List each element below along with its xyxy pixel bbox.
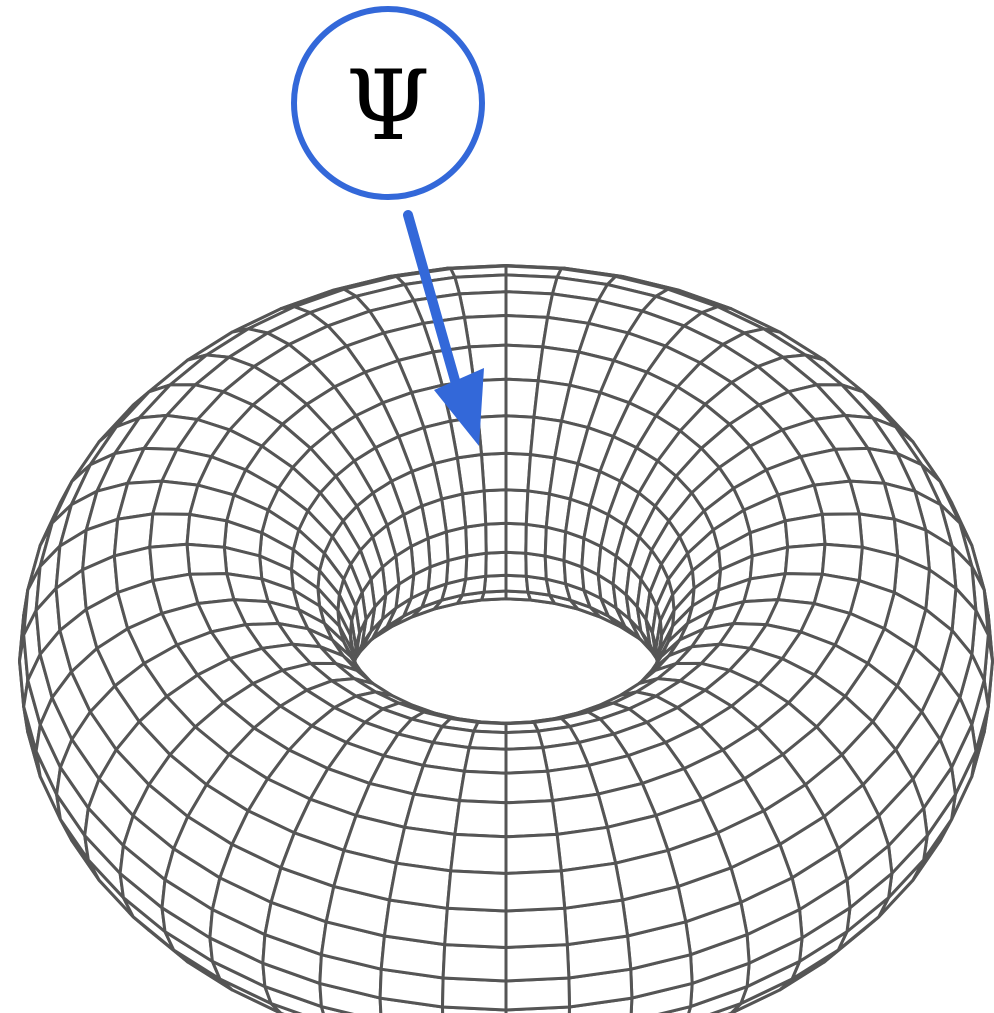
mesh-cell <box>524 522 548 558</box>
mesh-cell <box>148 512 192 549</box>
mesh-cell <box>504 832 563 875</box>
mesh-cell <box>504 488 530 526</box>
mesh-cell <box>504 799 559 839</box>
mesh-cell <box>449 832 508 875</box>
mesh-cell <box>462 746 508 775</box>
mesh-cell <box>504 550 528 578</box>
mesh-cell <box>458 769 508 805</box>
mesh-cell <box>783 512 827 549</box>
callout-circle <box>291 6 485 200</box>
mesh-cell <box>504 869 567 913</box>
mesh-cell <box>458 290 508 319</box>
mesh-cell <box>441 943 508 983</box>
mesh-cell <box>388 861 453 910</box>
mesh-cell <box>482 488 508 526</box>
mesh-cell <box>441 976 508 1012</box>
mesh-cell <box>504 343 545 383</box>
mesh-cell <box>464 522 488 558</box>
mesh-cell <box>783 542 827 576</box>
mesh-cell <box>559 861 624 910</box>
mesh-cell <box>504 746 550 775</box>
mesh-cell <box>504 521 528 555</box>
psi-callout: Ψ <box>291 6 485 446</box>
mesh-cell <box>185 542 229 576</box>
mesh-cell <box>443 906 508 949</box>
mesh-cell <box>484 521 508 555</box>
mesh-cell <box>504 314 550 349</box>
mesh-cell <box>504 906 569 949</box>
mesh-cell <box>820 512 864 549</box>
torus-wireframe-mesh <box>18 264 994 1013</box>
mesh-cell <box>504 290 554 319</box>
mesh-cell <box>504 573 530 594</box>
mesh-cell <box>445 869 508 913</box>
callout-arrow-head <box>434 368 484 446</box>
mesh-cell <box>453 799 508 839</box>
mesh-cell <box>504 943 571 983</box>
mesh-cell <box>484 550 508 578</box>
mesh-cell <box>462 314 508 349</box>
mesh-cell <box>482 573 508 594</box>
mesh-cell <box>504 976 571 1012</box>
callout-arrow-shaft <box>403 210 465 403</box>
psi-label: Ψ <box>346 50 430 162</box>
mesh-cell <box>504 769 554 805</box>
mesh-cell <box>185 512 229 549</box>
